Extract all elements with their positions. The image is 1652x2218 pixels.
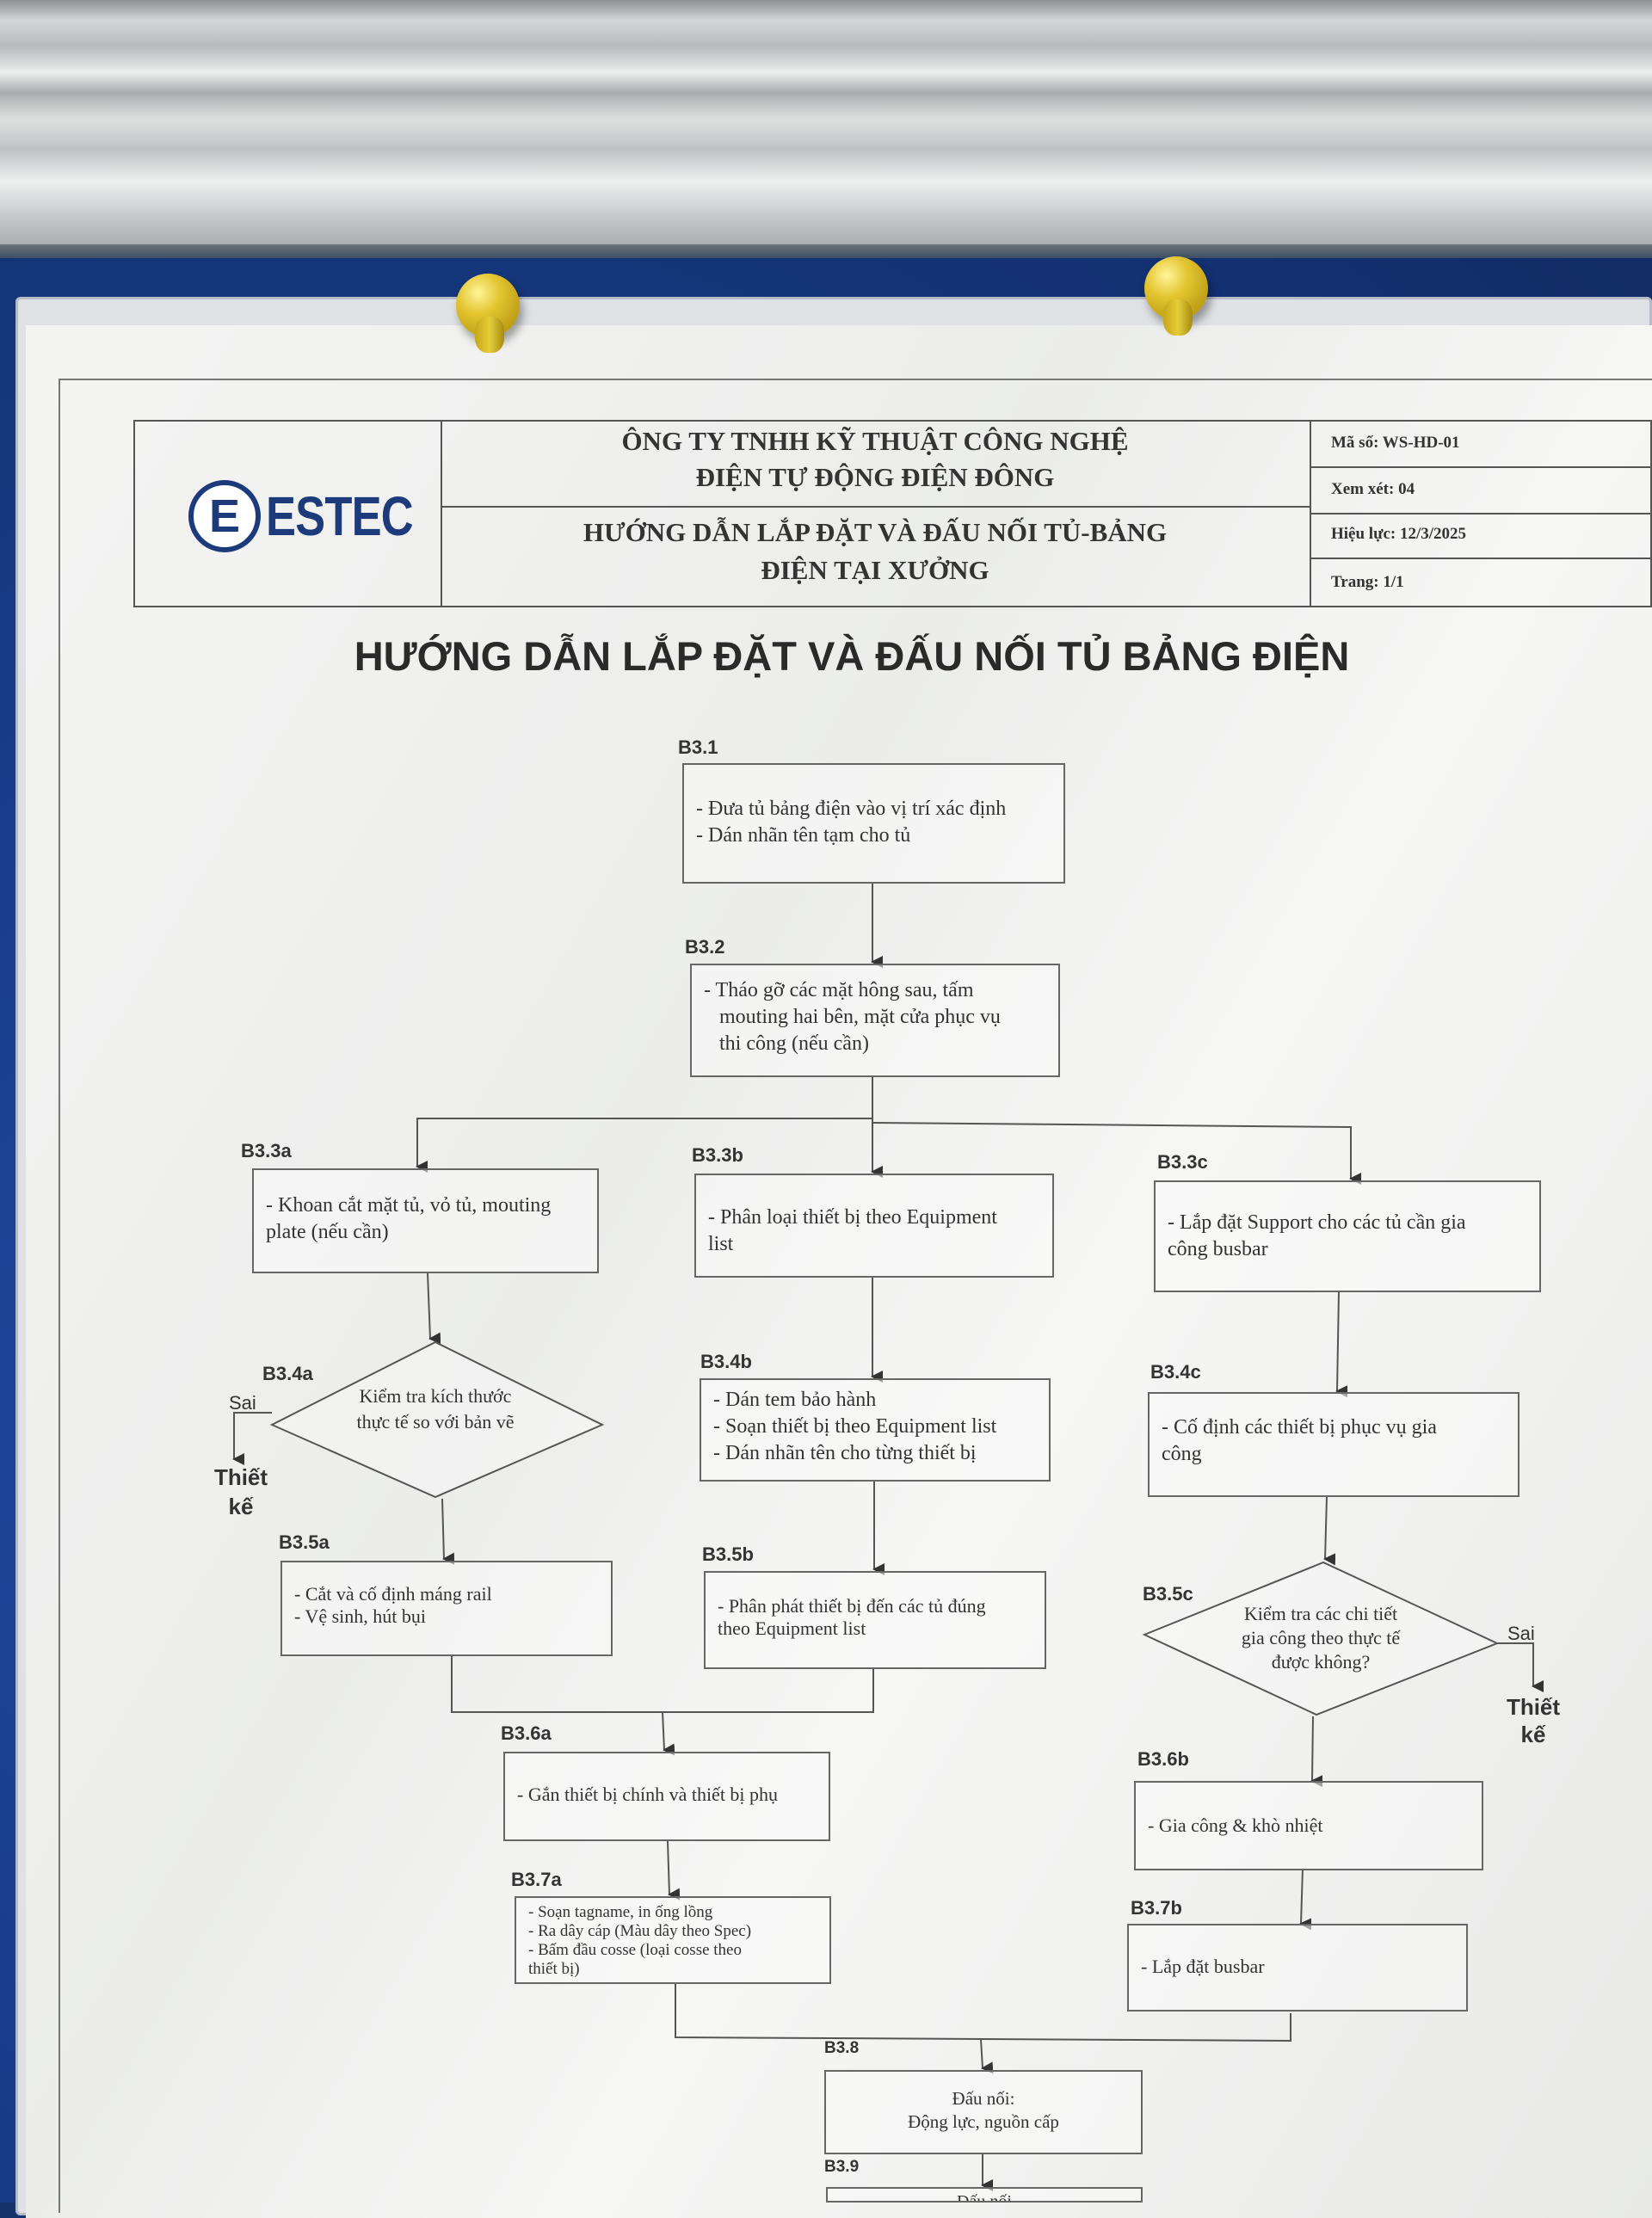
branch-no-left: Sai [229,1392,256,1414]
company-name-line1: ÔNG TY TNHH KỸ THUẬT CÔNG NGHỆ [621,426,1129,456]
step-box-b34c: - Cố định các thiết bị phục vụ gia công [1148,1392,1519,1497]
step-label-b35c: B3.5c [1143,1583,1193,1605]
step-label-b34c: B3.4c [1150,1361,1201,1383]
step-box-b32: - Tháo gỡ các mặt hông sau, tấm mouting … [690,964,1060,1077]
doc-revision: Xem xét: 04 [1331,480,1415,498]
step-label-b31: B3.1 [678,736,718,758]
step-label-b39: B3.9 [824,2158,860,2176]
branch-outcome-right: Thiết kế [1506,1694,1561,1747]
step-box-b38: Đấu nối: Động lực, nguồn cấp [824,2070,1143,2154]
logo-mark-icon: E [188,480,261,552]
step-label-b34b: B3.4b [700,1351,752,1372]
step-label-b36a: B3.6a [501,1722,552,1744]
step-label-b37a: B3.7a [511,1869,562,1890]
sheet-border [59,379,1652,2213]
step-box-b33c: - Lắp đặt Support cho các tủ cần gia côn… [1154,1180,1541,1292]
step-box-b39: Đấu nối [826,2187,1143,2203]
step-box-b33a: - Khoan cắt mặt tủ, vỏ tủ, mouting plate… [252,1168,599,1273]
step-label-b38: B3.8 [824,2039,860,2057]
page-title: HƯỚNG DẪN LẮP ĐẶT VÀ ĐẤU NỐI TỦ BẢNG ĐIỆ… [354,633,1350,679]
doc-page: Trang: 1/1 [1331,573,1404,591]
push-pin-left[interactable] [456,274,520,353]
step-box-b34b: - Dán tem bảo hành - Soạn thiết bị theo … [700,1378,1051,1482]
decision-b35c-text: Kiểm tra các chi tiết gia công theo thực… [1241,1603,1401,1673]
company-name-line2: ĐIỆN TỰ ĐỘNG ĐIỆN ĐÔNG [695,462,1055,492]
doc-title-line1: HƯỚNG DẪN LẮP ĐẶT VÀ ĐẤU NỐI TỦ-BẢNG [583,517,1168,547]
step-box-b37a: - Soạn tagname, in ống lồng - Ra dây cáp… [515,1896,831,1984]
doc-title-line2: ĐIỆN TẠI XƯỞNG [761,555,989,585]
step-label-b36b: B3.6b [1137,1748,1189,1770]
step-label-b35b: B3.5b [702,1543,754,1565]
step-label-b33a: B3.3a [241,1140,292,1161]
step-box-b33b: - Phân loại thiết bị theo Equipment list [694,1174,1054,1278]
logo-text: ESTEC [266,485,414,547]
decision-b34a-text: Kiểm tra kích thước thực tế so với bản v… [356,1385,515,1432]
branch-outcome-left: Thiết kế [213,1464,268,1519]
step-label-b34a: B3.4a [262,1363,313,1384]
step-box-b35a: - Cắt và cố định máng rail - Vệ sinh, hú… [280,1561,613,1656]
doc-effective-date: Hiệu lực: 12/3/2025 [1331,525,1467,543]
push-pin-right[interactable] [1144,256,1208,336]
step-label-b35a: B3.5a [279,1531,330,1553]
step-label-b37b: B3.7b [1131,1897,1182,1919]
step-box-b37b: - Lắp đặt busbar [1127,1924,1468,2012]
doc-code: Mã số: WS-HD-01 [1331,434,1460,452]
step-box-b36a: - Gắn thiết bị chính và thiết bị phụ [503,1752,830,1841]
branch-no-right: Sai [1507,1623,1535,1644]
aluminum-board-rail [0,0,1652,258]
step-box-b36b: - Gia công & khò nhiệt [1134,1781,1483,1870]
step-label-b33c: B3.3c [1157,1151,1208,1173]
step-label-b32: B3.2 [685,936,725,958]
step-box-b31: - Đưa tủ bảng điện vào vị trí xác định -… [682,763,1065,884]
estec-logo: E ESTEC [188,480,445,552]
step-label-b33b: B3.3b [692,1144,743,1166]
document-header-table: E ESTEC ÔNG TY TNHH KỸ THUẬT CÔNG NGHỆ Đ… [133,420,1652,607]
step-box-b35b: - Phân phát thiết bị đến các tủ đúng the… [704,1571,1046,1669]
